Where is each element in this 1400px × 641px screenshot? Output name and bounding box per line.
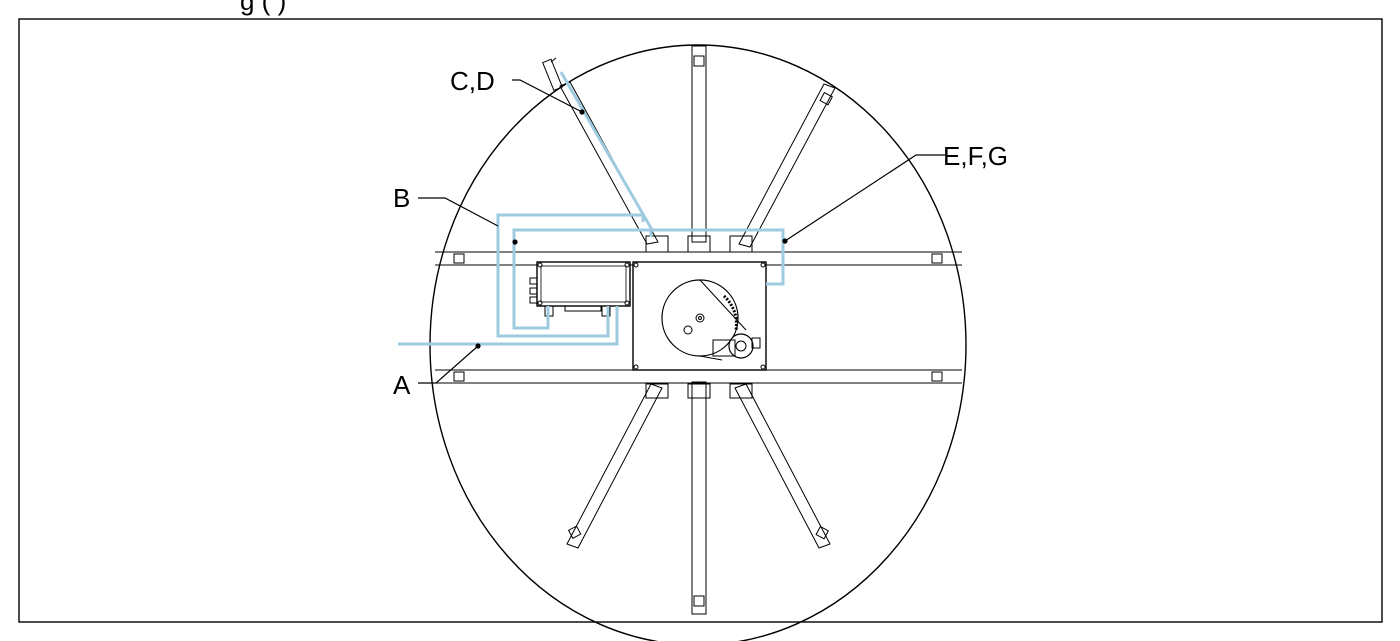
antenna — [542, 57, 563, 92]
drive-unit — [632, 261, 767, 371]
leader-efg — [784, 154, 945, 242]
cable-efg — [512, 228, 785, 330]
caption-fragment: g ( ) — [240, 0, 286, 16]
callout-leaders — [418, 79, 945, 384]
cable-cd — [559, 71, 653, 237]
callout-label-cd: C,D — [450, 66, 495, 96]
caption-fragment-text: g ( ) — [240, 0, 286, 16]
leader-a — [418, 345, 479, 384]
figure-frame — [18, 18, 1383, 623]
cable-routing — [398, 71, 785, 346]
dot-a — [475, 343, 481, 349]
dot-cd — [579, 109, 585, 115]
dot-b — [512, 239, 518, 245]
leader-cd — [512, 79, 583, 113]
control-box — [529, 261, 631, 317]
dot-efg — [782, 238, 788, 244]
leader-b — [418, 197, 499, 227]
callout-label-efg: E,F,G — [943, 141, 1008, 171]
callout-label-b: B — [393, 183, 410, 213]
callout-dots — [475, 109, 788, 349]
callout-label-a: A — [393, 370, 411, 400]
cable-a — [398, 306, 619, 346]
